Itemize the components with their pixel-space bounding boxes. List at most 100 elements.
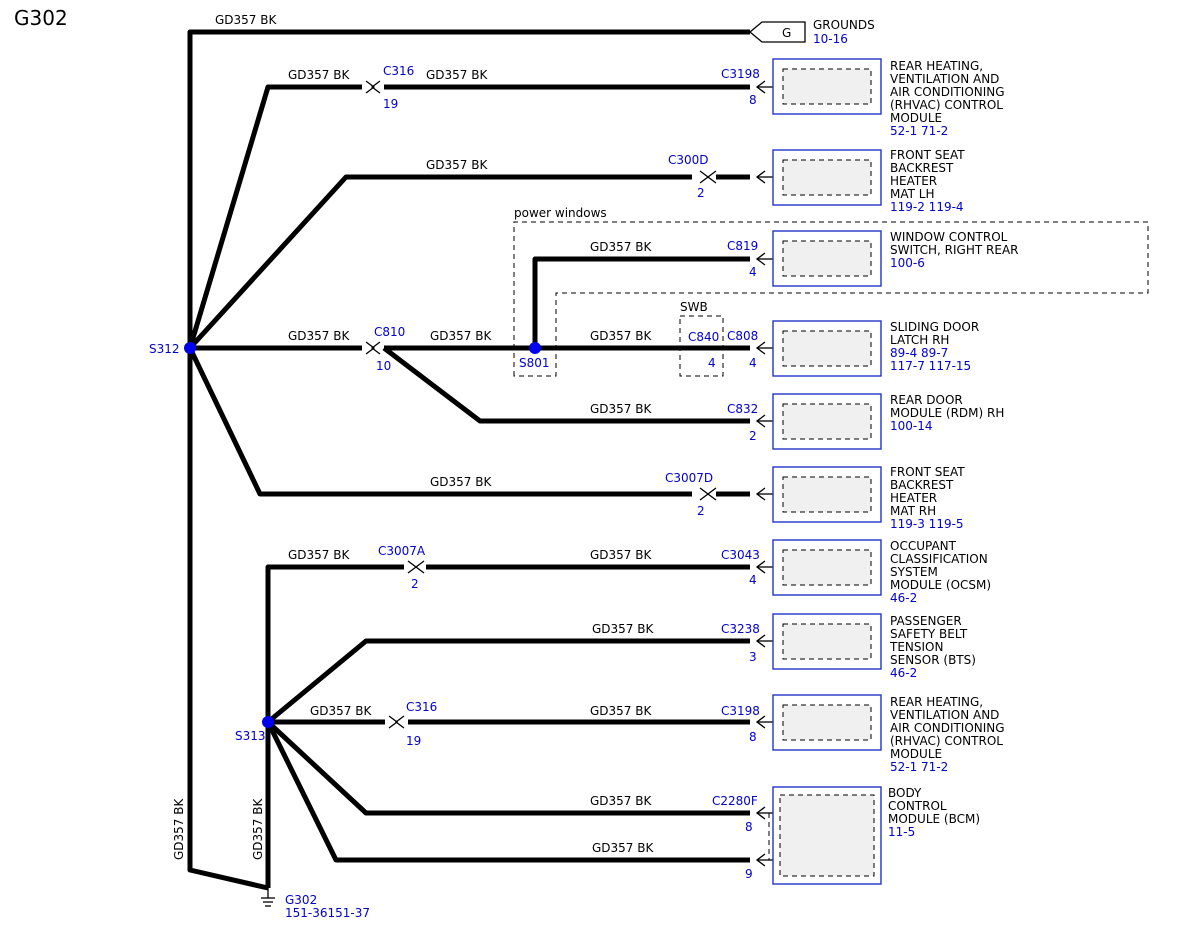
connector-c300d: C300D 2 — [668, 153, 717, 200]
component-label: MODULE (RDM) RH — [890, 406, 1004, 420]
wire-labels: GD357 BK GD357 BK GD357 BK GD357 BK GD35… — [172, 13, 654, 860]
connector-pin: 8 — [749, 730, 757, 744]
connector-c3007a: C3007A 2 — [378, 544, 426, 591]
component-ref: 119-2 119-4 — [890, 200, 964, 214]
connector-c840-pin: 4 — [708, 356, 716, 370]
component-label: REAR HEATING, — [890, 59, 983, 73]
splice-s801 — [529, 342, 541, 354]
ground-point-name: G302 — [285, 893, 317, 907]
svg-text:2: 2 — [697, 186, 705, 200]
connector-pin: 8 — [745, 820, 753, 834]
wire-bcm-8 — [266, 720, 750, 816]
component-label: WINDOW CONTROL — [890, 230, 1008, 244]
splice-s312-label: S312 — [149, 342, 180, 356]
wire-label: GD357 BK — [288, 548, 350, 562]
component-label: HEATER — [890, 491, 937, 505]
wire-label: GD357 BK — [215, 13, 277, 27]
connector-name: C3198 — [721, 67, 760, 81]
component-label: TENSION — [889, 640, 943, 654]
splice-s313-label: S313 — [235, 729, 266, 743]
svg-text:19: 19 — [406, 734, 421, 748]
wire-label: GD357 BK — [590, 240, 652, 254]
wire-window-switch — [532, 256, 750, 348]
wires — [187, 29, 750, 891]
splice-s801-label: S801 — [519, 356, 550, 370]
wire-seat-lh — [188, 174, 692, 350]
component-label: MAT LH — [890, 187, 934, 201]
component-label: BACKREST — [890, 161, 954, 175]
svg-text:C300D: C300D — [668, 153, 709, 167]
connector-pin: 8 — [749, 93, 757, 107]
component-ref: 89-4 89-7 — [890, 346, 948, 360]
wire-seat-rh — [187, 346, 692, 497]
component-ref: 100-14 — [890, 419, 933, 433]
component-label: MODULE (BCM) — [888, 812, 980, 826]
wire-label: GD357 BK — [430, 475, 492, 489]
wire-label: GD357 BK — [426, 68, 488, 82]
wire-label: GD357 BK — [590, 794, 652, 808]
component-label: CLASSIFICATION — [890, 552, 988, 566]
grounds-glyph: G — [782, 26, 791, 40]
connector-name: C2280F — [712, 794, 758, 808]
connector-name: C808 — [727, 329, 758, 343]
grounds-reference: G GROUNDS 10-16 — [748, 18, 875, 46]
component-ref: 117-7 117-15 — [890, 359, 971, 373]
wire-label: GD357 BK — [590, 402, 652, 416]
wire-label: GD357 BK — [592, 622, 654, 636]
wire-bts — [266, 638, 750, 724]
component-label: VENTILATION AND — [890, 72, 999, 86]
component-ref: 11-5 — [888, 825, 915, 839]
component-label: REAR HEATING, — [890, 695, 983, 709]
wire-label: GD357 BK — [426, 158, 488, 172]
power-windows-label: power windows — [514, 206, 607, 220]
component-ref: 119-3 119-5 — [890, 517, 964, 531]
svg-text:2: 2 — [697, 504, 705, 518]
swb-region — [679, 315, 724, 377]
component-ref: 52-1 71-2 — [890, 124, 948, 138]
component-label: SLIDING DOOR — [890, 320, 979, 334]
wire-rdm — [382, 346, 750, 424]
wire-label-vertical: GD357 BK — [251, 798, 265, 860]
connector-name: C832 — [727, 402, 758, 416]
connector-pin: 4 — [749, 573, 757, 587]
connector-c3007d: C3007D 2 — [665, 471, 717, 518]
component-label: (RHVAC) CONTROL — [890, 734, 1003, 748]
component-label: LATCH RH — [890, 333, 949, 347]
connector-pin: 9 — [745, 867, 753, 881]
component-label: BACKREST — [890, 478, 954, 492]
splice-s312 — [184, 342, 196, 354]
connector-pin: 4 — [749, 265, 757, 279]
component-label: CONTROL — [888, 799, 947, 813]
component-label: VENTILATION AND — [890, 708, 999, 722]
svg-text:C316: C316 — [383, 64, 414, 78]
wire-label: GD357 BK — [288, 68, 350, 82]
component-label: REAR DOOR — [890, 393, 963, 407]
connector-c840-name: C840 — [688, 330, 719, 344]
component-label: SWITCH, RIGHT REAR — [890, 243, 1019, 257]
component-label: MODULE — [890, 747, 942, 761]
component-label: FRONT SEAT — [890, 465, 965, 479]
power-windows-region — [513, 221, 1149, 377]
grounds-ref: 10-16 — [813, 32, 848, 46]
component-label: SYSTEM — [890, 565, 938, 579]
grounds-label: GROUNDS — [813, 18, 875, 32]
svg-text:C3007A: C3007A — [378, 544, 426, 558]
component-ocsm: C30434OCCUPANTCLASSIFICATIONSYSTEMMODULE… — [721, 539, 991, 605]
component-ref: 52-1 71-2 — [890, 760, 948, 774]
ground-point-g302: G302 151-36151-37 — [285, 893, 370, 920]
wire-bcm-9 — [265, 720, 750, 863]
swb-label: SWB — [680, 300, 708, 314]
component-label: AIR CONDITIONING — [890, 85, 1005, 99]
wire-label: GD357 BK — [590, 704, 652, 718]
component-ref: 46-2 — [890, 591, 917, 605]
component-label: OCCUPANT — [890, 539, 957, 553]
component-label: AIR CONDITIONING — [890, 721, 1005, 735]
